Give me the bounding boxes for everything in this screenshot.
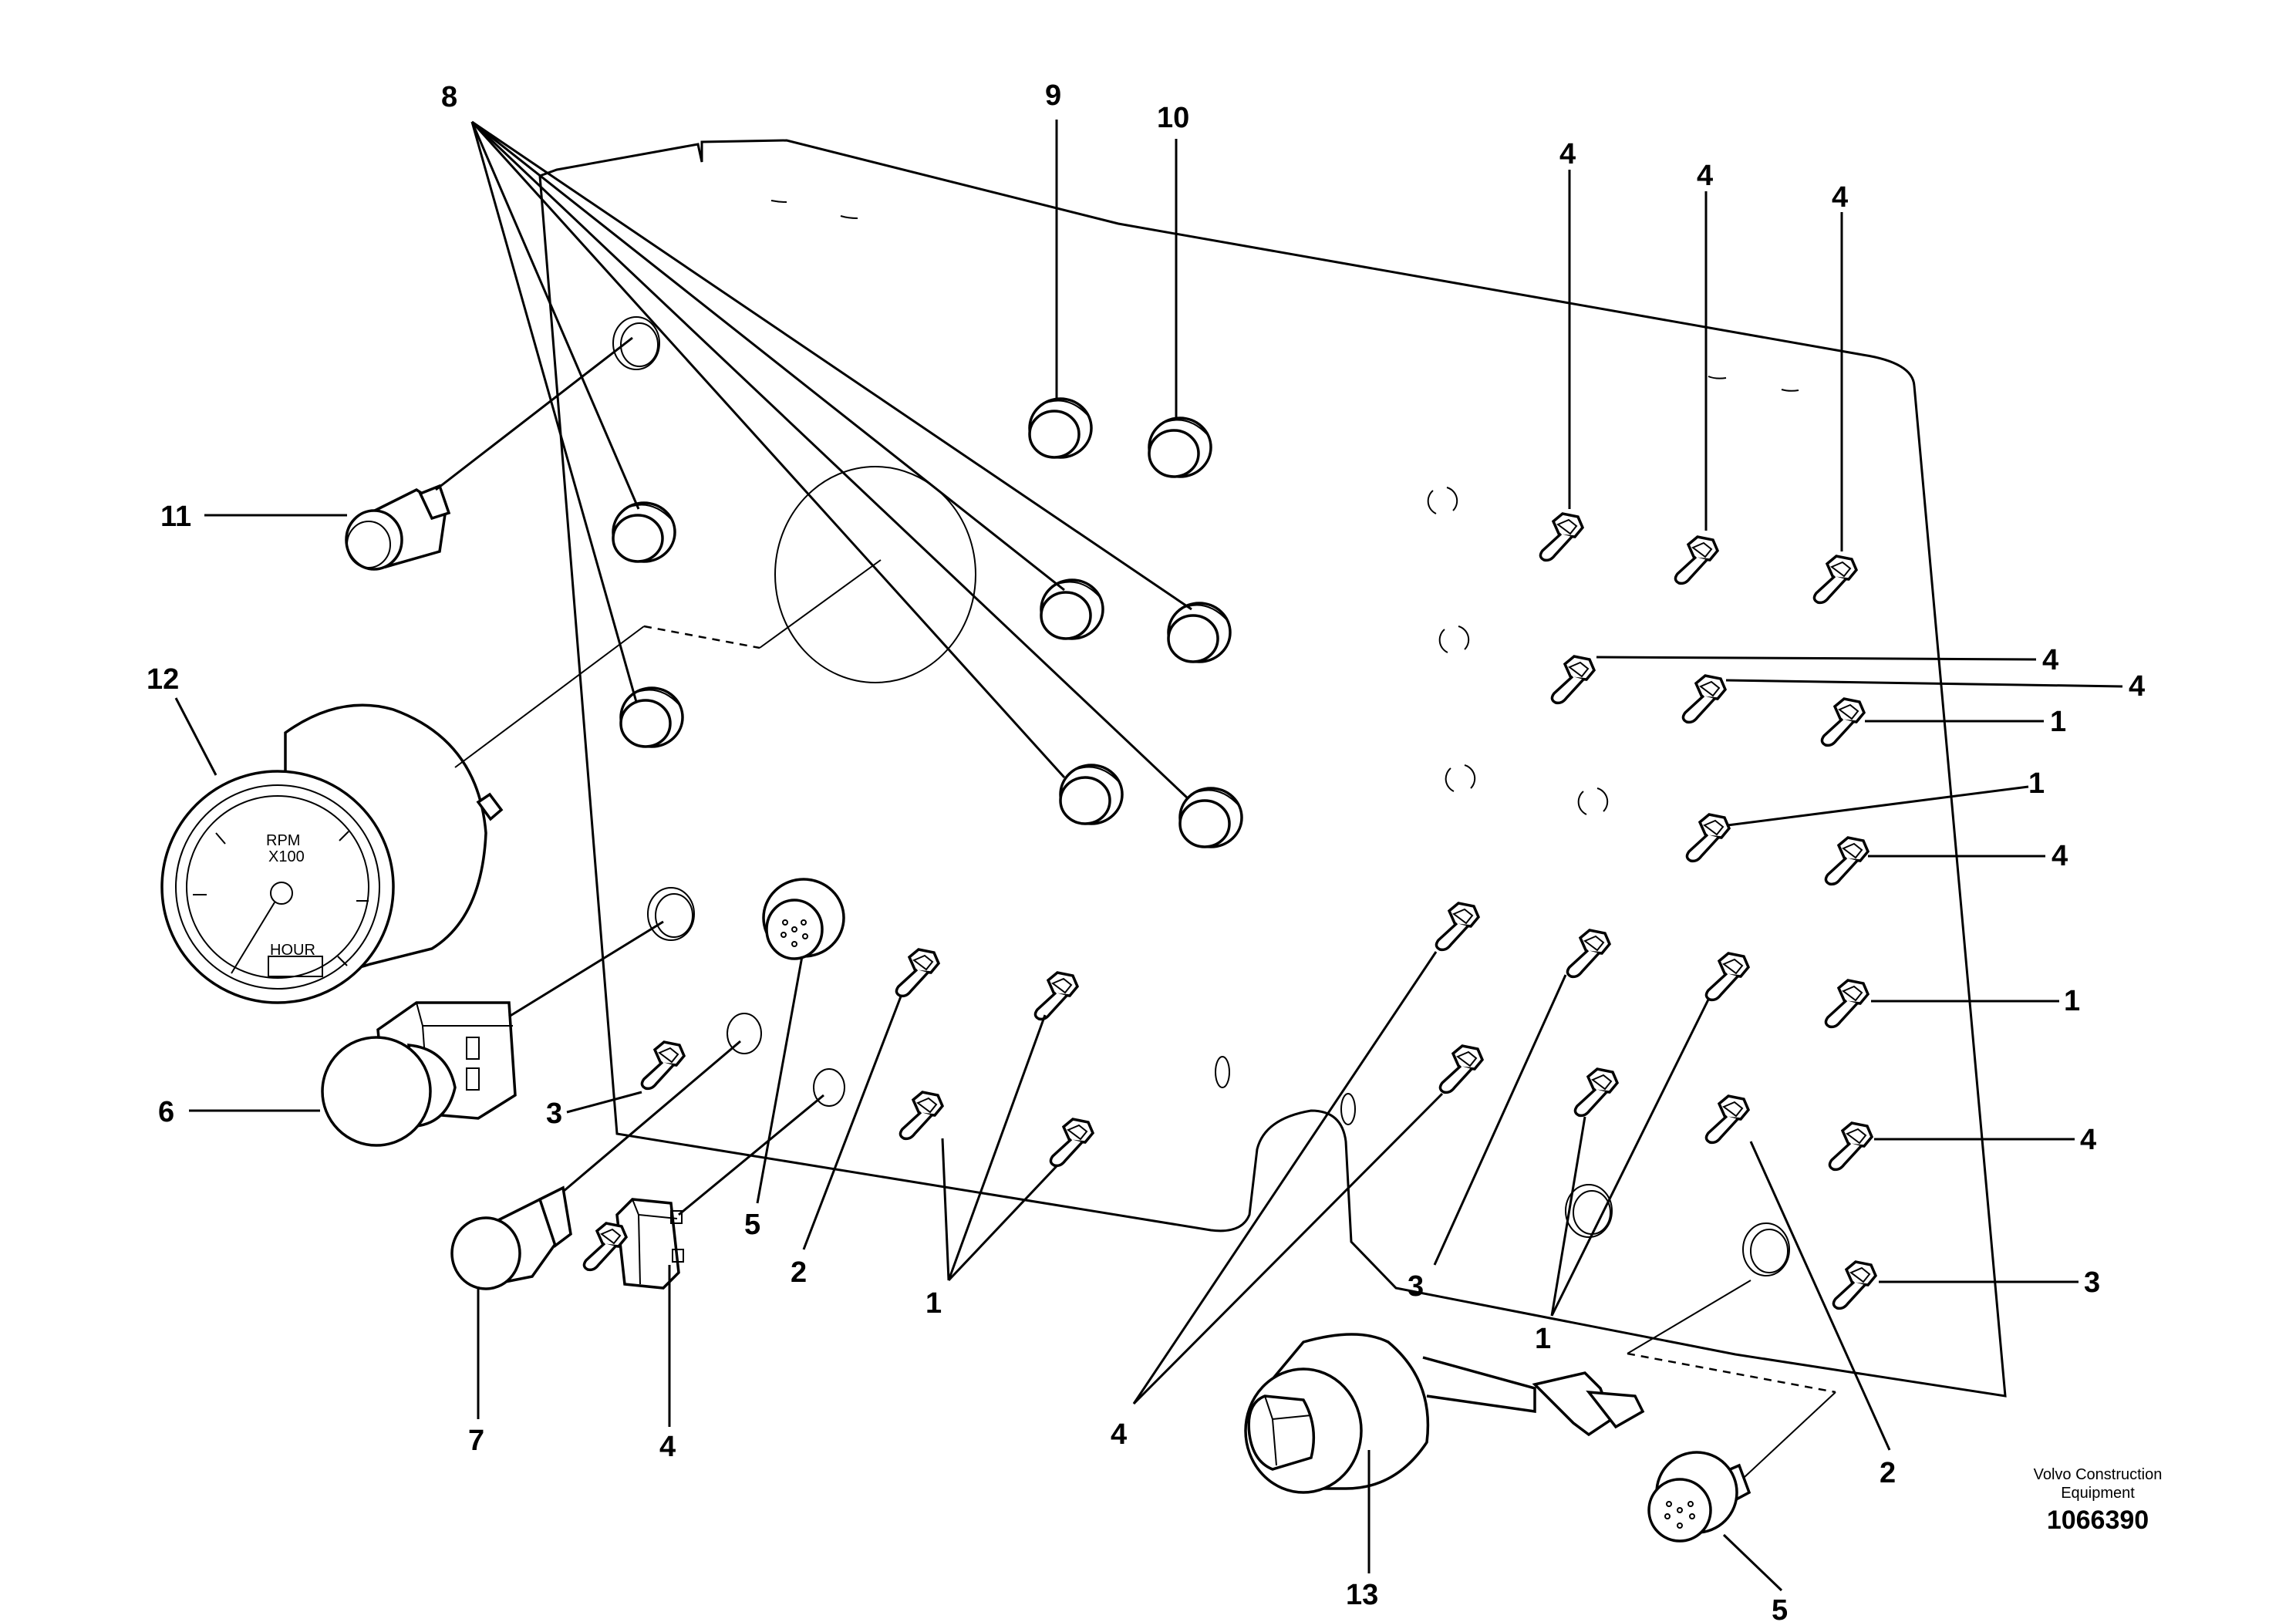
callout-4-top-c: 4 [1832, 181, 1848, 214]
part-5-buzzer-lower [1647, 1451, 1752, 1543]
callout-8: 8 [441, 81, 457, 113]
callout-7: 7 [468, 1425, 484, 1457]
gauge-scale-label: X100 [268, 848, 305, 865]
callout-3-right: 3 [2084, 1266, 2100, 1299]
callout-1-left: 1 [925, 1287, 942, 1320]
callout-3-bottom: 3 [1408, 1270, 1424, 1303]
callout-4-top-b: 4 [1697, 160, 1713, 192]
callout-11: 11 [160, 501, 191, 533]
callout-1-right-c: 1 [2064, 985, 2080, 1017]
gauge-rpm-label: RPM [266, 832, 300, 849]
part-6-push-button [321, 1001, 517, 1147]
alignment-lines [454, 559, 1836, 1478]
callout-4-housing: 4 [659, 1431, 676, 1463]
panel-plate [538, 139, 2007, 1398]
callout-4-right-a: 4 [2042, 644, 2058, 676]
part-4-toggle-switch-housing [582, 1198, 684, 1290]
document-number: 1066390 [2047, 1506, 2149, 1535]
part-11-pilot-lamp [345, 484, 451, 571]
leader-lines [174, 120, 2123, 1592]
callout-4-bottom: 4 [1111, 1418, 1127, 1451]
company-name-line2: Equipment [2061, 1485, 2135, 1502]
callout-4-right-d: 4 [2080, 1124, 2096, 1156]
part-7-lamp [450, 1185, 572, 1290]
gauge-hour-label: HOUR [270, 942, 315, 959]
callout-13: 13 [1346, 1579, 1378, 1611]
callout-1-bottom: 1 [1535, 1323, 1551, 1355]
drawing-identification: Volvo Construction Equipment 1066390 [2034, 1466, 2163, 1535]
callout-9: 9 [1045, 79, 1061, 112]
indicator-lamps [612, 397, 1243, 848]
callout-12: 12 [147, 663, 179, 696]
callout-2-right: 2 [1880, 1457, 1896, 1489]
callout-5-lower: 5 [1772, 1594, 1788, 1622]
company-name-line1: Volvo Construction [2034, 1466, 2163, 1483]
callout-4-right-b: 4 [2129, 670, 2145, 703]
callout-1-right-b: 1 [2028, 767, 2045, 800]
part-5-buzzer [762, 878, 845, 960]
part-13-ignition-switch [1244, 1333, 1645, 1494]
callout-10: 10 [1157, 102, 1189, 134]
callout-1-right-a: 1 [2050, 706, 2066, 738]
part-12-tachometer: RPM X100 HOUR [160, 703, 504, 1004]
callout-4-top-a: 4 [1559, 138, 1576, 170]
callout-6: 6 [158, 1096, 174, 1128]
callout-4-right-c: 4 [2052, 840, 2068, 872]
callout-2-left: 2 [791, 1256, 807, 1289]
callout-labels: 8 9 10 11 12 6 3 5 2 1 7 4 4 3 1 13 2 5 … [147, 79, 2145, 1622]
callout-5-left: 5 [744, 1209, 760, 1241]
callout-3-left: 3 [546, 1098, 562, 1130]
